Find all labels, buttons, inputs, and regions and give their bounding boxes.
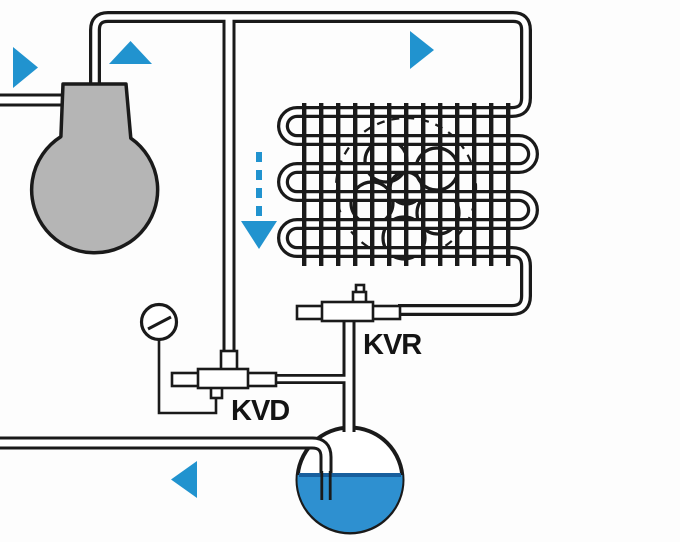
flow-arrow-left-icon: [171, 461, 197, 498]
kvr-valve: [295, 283, 402, 323]
receiver-tank: [295, 414, 405, 535]
pressure-gauge: [139, 302, 218, 415]
kvd-body: [196, 367, 250, 390]
kvr-left-port: [295, 304, 326, 321]
kvd-right-port: [245, 371, 278, 388]
kvr-right-port: [370, 304, 402, 321]
compressor: [29, 82, 160, 255]
kvd-label: KVD: [231, 395, 290, 427]
flow-arrow-down-head-icon: [241, 221, 277, 249]
receiver-liquid: [297, 475, 403, 533]
condenser-fins: [302, 103, 511, 266]
flow-arrow-right-top-icon: [410, 31, 434, 69]
flow-arrow-right-icon: [13, 47, 38, 88]
flow-arrows: [13, 31, 434, 498]
gauge-needle: [147, 315, 172, 331]
discharge-condenser-pipe: [89, 11, 539, 316]
kvd-valve: [170, 349, 278, 400]
kvr-label: KVR: [363, 329, 422, 361]
kvd-left-port: [170, 371, 201, 388]
flow-arrow-up-icon: [109, 41, 152, 64]
kvr-body: [320, 300, 375, 323]
dip-tube: [320, 471, 332, 500]
receiver-pipe-entries: [300, 414, 356, 500]
liquid-line-pipe: [0, 436, 333, 473]
gauge-capillary-line: [157, 338, 218, 415]
